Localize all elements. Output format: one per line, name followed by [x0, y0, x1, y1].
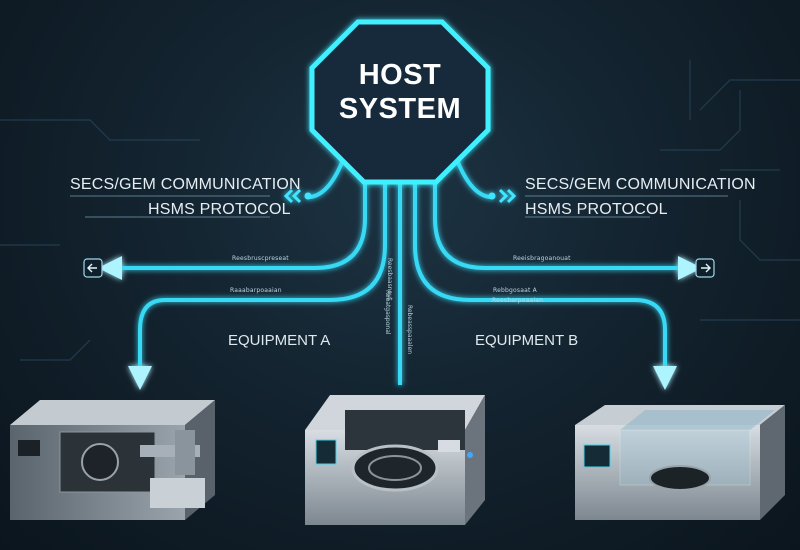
left-protocol-line-1: SECS/GEM COMMUNICATION	[70, 176, 301, 193]
equipment-a-label: EQUIPMENT A	[228, 332, 331, 349]
host-line-2: SYSTEM	[338, 93, 462, 125]
micro-label-center-3: Rebeasspaaalen	[406, 305, 413, 355]
right-protocol-line-1: SECS/GEM COMMUNICATION	[525, 176, 756, 193]
line-right-equipment-b	[413, 165, 677, 390]
equipment-a-machine	[10, 400, 215, 520]
equipment-b-label: EQUIPMENT B	[475, 332, 579, 349]
micro-label-left-lower: Raaabarpoaaian	[230, 287, 282, 294]
host-line-1: HOST	[358, 59, 442, 91]
arrow-left-icon	[83, 258, 103, 278]
micro-label-center-2: Reeatgasponal	[384, 290, 391, 335]
host-system-title: HOST SYSTEM	[318, 58, 482, 126]
double-chevron-right-icon	[488, 188, 517, 204]
left-protocol-line-2: HSMS PROTOCOL	[148, 201, 291, 218]
arrow-right-icon	[695, 258, 715, 278]
right-protocol-line-2: HSMS PROTOCOL	[525, 201, 668, 218]
double-chevron-left-icon	[283, 188, 312, 204]
line-left-upper	[98, 160, 367, 280]
micro-label-right-lower-2: Reesbarpoaaian	[492, 297, 544, 304]
micro-label-left-upper: Reesbruscpreseat	[232, 255, 289, 262]
equipment-b-machine	[575, 405, 785, 520]
glow-lines	[98, 154, 702, 390]
host-hexagon	[309, 19, 491, 185]
center-equipment-machine	[305, 395, 485, 525]
circuit-traces	[0, 60, 800, 361]
line-right-upper	[433, 160, 702, 280]
line-left-equipment-a	[128, 165, 387, 390]
micro-label-right-lower: Rebbgosaat A	[493, 287, 537, 294]
micro-label-right-upper: Reeisbragoanouat	[513, 255, 571, 262]
